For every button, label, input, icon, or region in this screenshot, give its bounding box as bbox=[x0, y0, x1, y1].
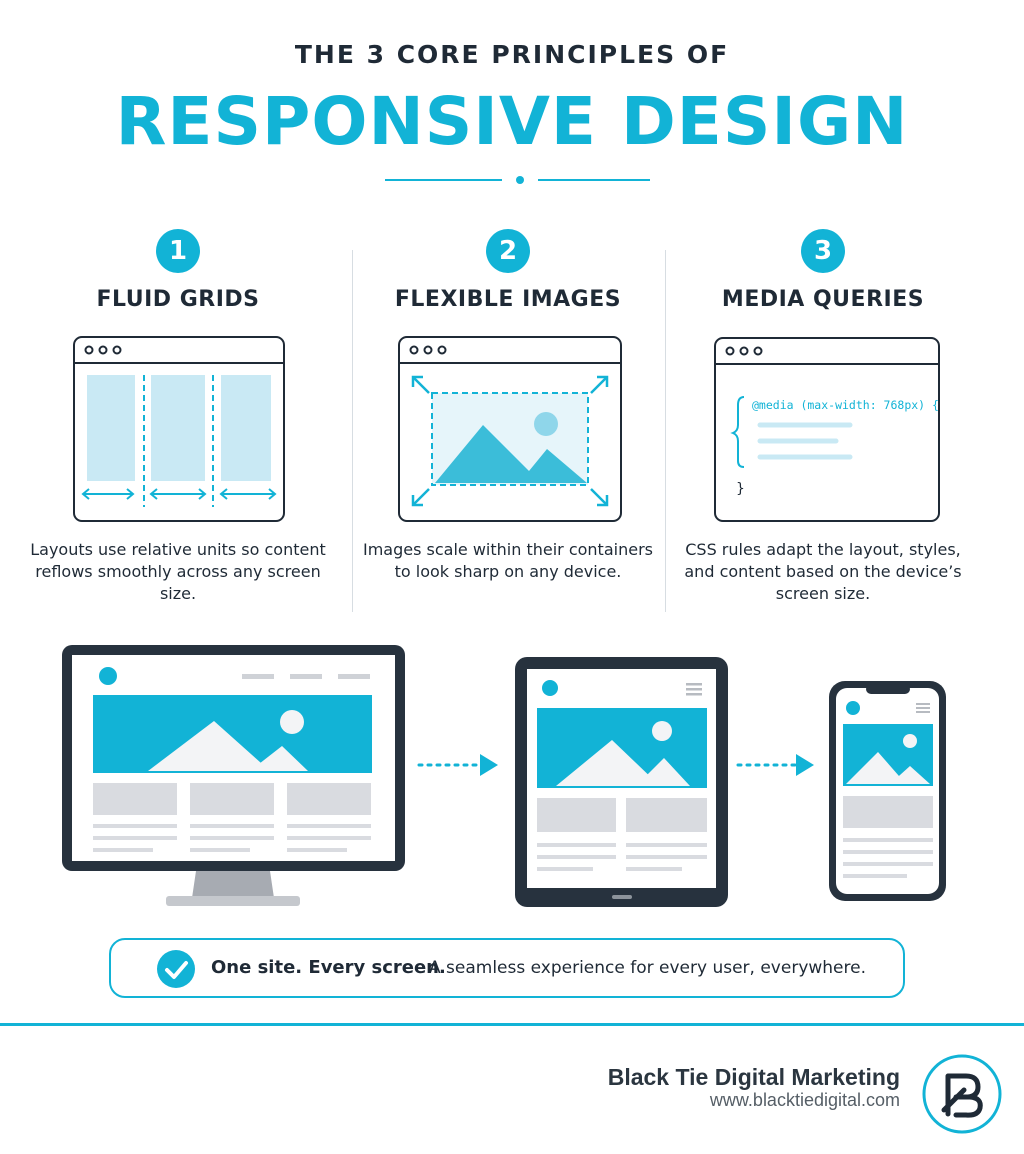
step-number: 1 bbox=[156, 229, 200, 273]
principle-fluid-grids: 1 FLUID GRIDS Layouts use relative units… bbox=[23, 225, 333, 615]
brand-url[interactable]: www.blacktiedigital.com bbox=[709, 1090, 900, 1110]
dotted-arrow-icon bbox=[736, 754, 814, 776]
eyebrow-title: THE 3 CORE PRINCIPLES OF bbox=[294, 40, 730, 69]
main-headline: RESPONSIVE DESIGN bbox=[115, 83, 909, 160]
principle-flexible-images: 2 FLEXIBLE IMAGES Images scale within th… bbox=[353, 225, 663, 615]
devices-illustration bbox=[62, 645, 946, 907]
column-divider bbox=[352, 250, 353, 612]
banner-text: A seamless experience for every user, ev… bbox=[429, 958, 866, 978]
principle-description: CSS rules adapt the layout, styles, and … bbox=[684, 540, 962, 603]
desktop-monitor-icon bbox=[62, 645, 405, 906]
dotted-arrow-icon bbox=[417, 754, 498, 776]
brand-logo-icon bbox=[922, 1054, 1002, 1134]
media-query-browser-icon: @media (max-width: 768px) { } bbox=[714, 337, 940, 522]
step-number: 2 bbox=[486, 229, 530, 273]
fluid-grid-browser-icon bbox=[73, 336, 285, 522]
column-divider bbox=[665, 250, 666, 612]
brand-name: Black Tie Digital Marketing bbox=[607, 1064, 900, 1090]
tagline-banner: One site. Every screen. A seamless exper… bbox=[109, 938, 905, 998]
principle-description: Layouts use relative units so content re… bbox=[30, 540, 326, 603]
principle-media-queries: 3 MEDIA QUERIES @media (max-width: 768px… bbox=[668, 225, 978, 615]
principle-title: FLUID GRIDS bbox=[96, 287, 260, 312]
principle-title: MEDIA QUERIES bbox=[721, 287, 925, 312]
media-query-closing-brace: } bbox=[736, 481, 745, 497]
step-number: 3 bbox=[801, 229, 845, 273]
media-query-code: @media (max-width: 768px) { bbox=[752, 398, 939, 412]
footer-rule bbox=[0, 1023, 1024, 1026]
principle-title: FLEXIBLE IMAGES bbox=[394, 287, 622, 312]
principle-description: Images scale within their containers to … bbox=[363, 540, 653, 581]
banner-headline: One site. Every screen. bbox=[211, 957, 446, 978]
checkmark-icon bbox=[157, 950, 195, 988]
flexible-image-browser-icon bbox=[398, 336, 622, 522]
headline-ornament bbox=[385, 176, 650, 184]
tablet-icon bbox=[515, 657, 728, 907]
phone-icon bbox=[829, 681, 946, 901]
